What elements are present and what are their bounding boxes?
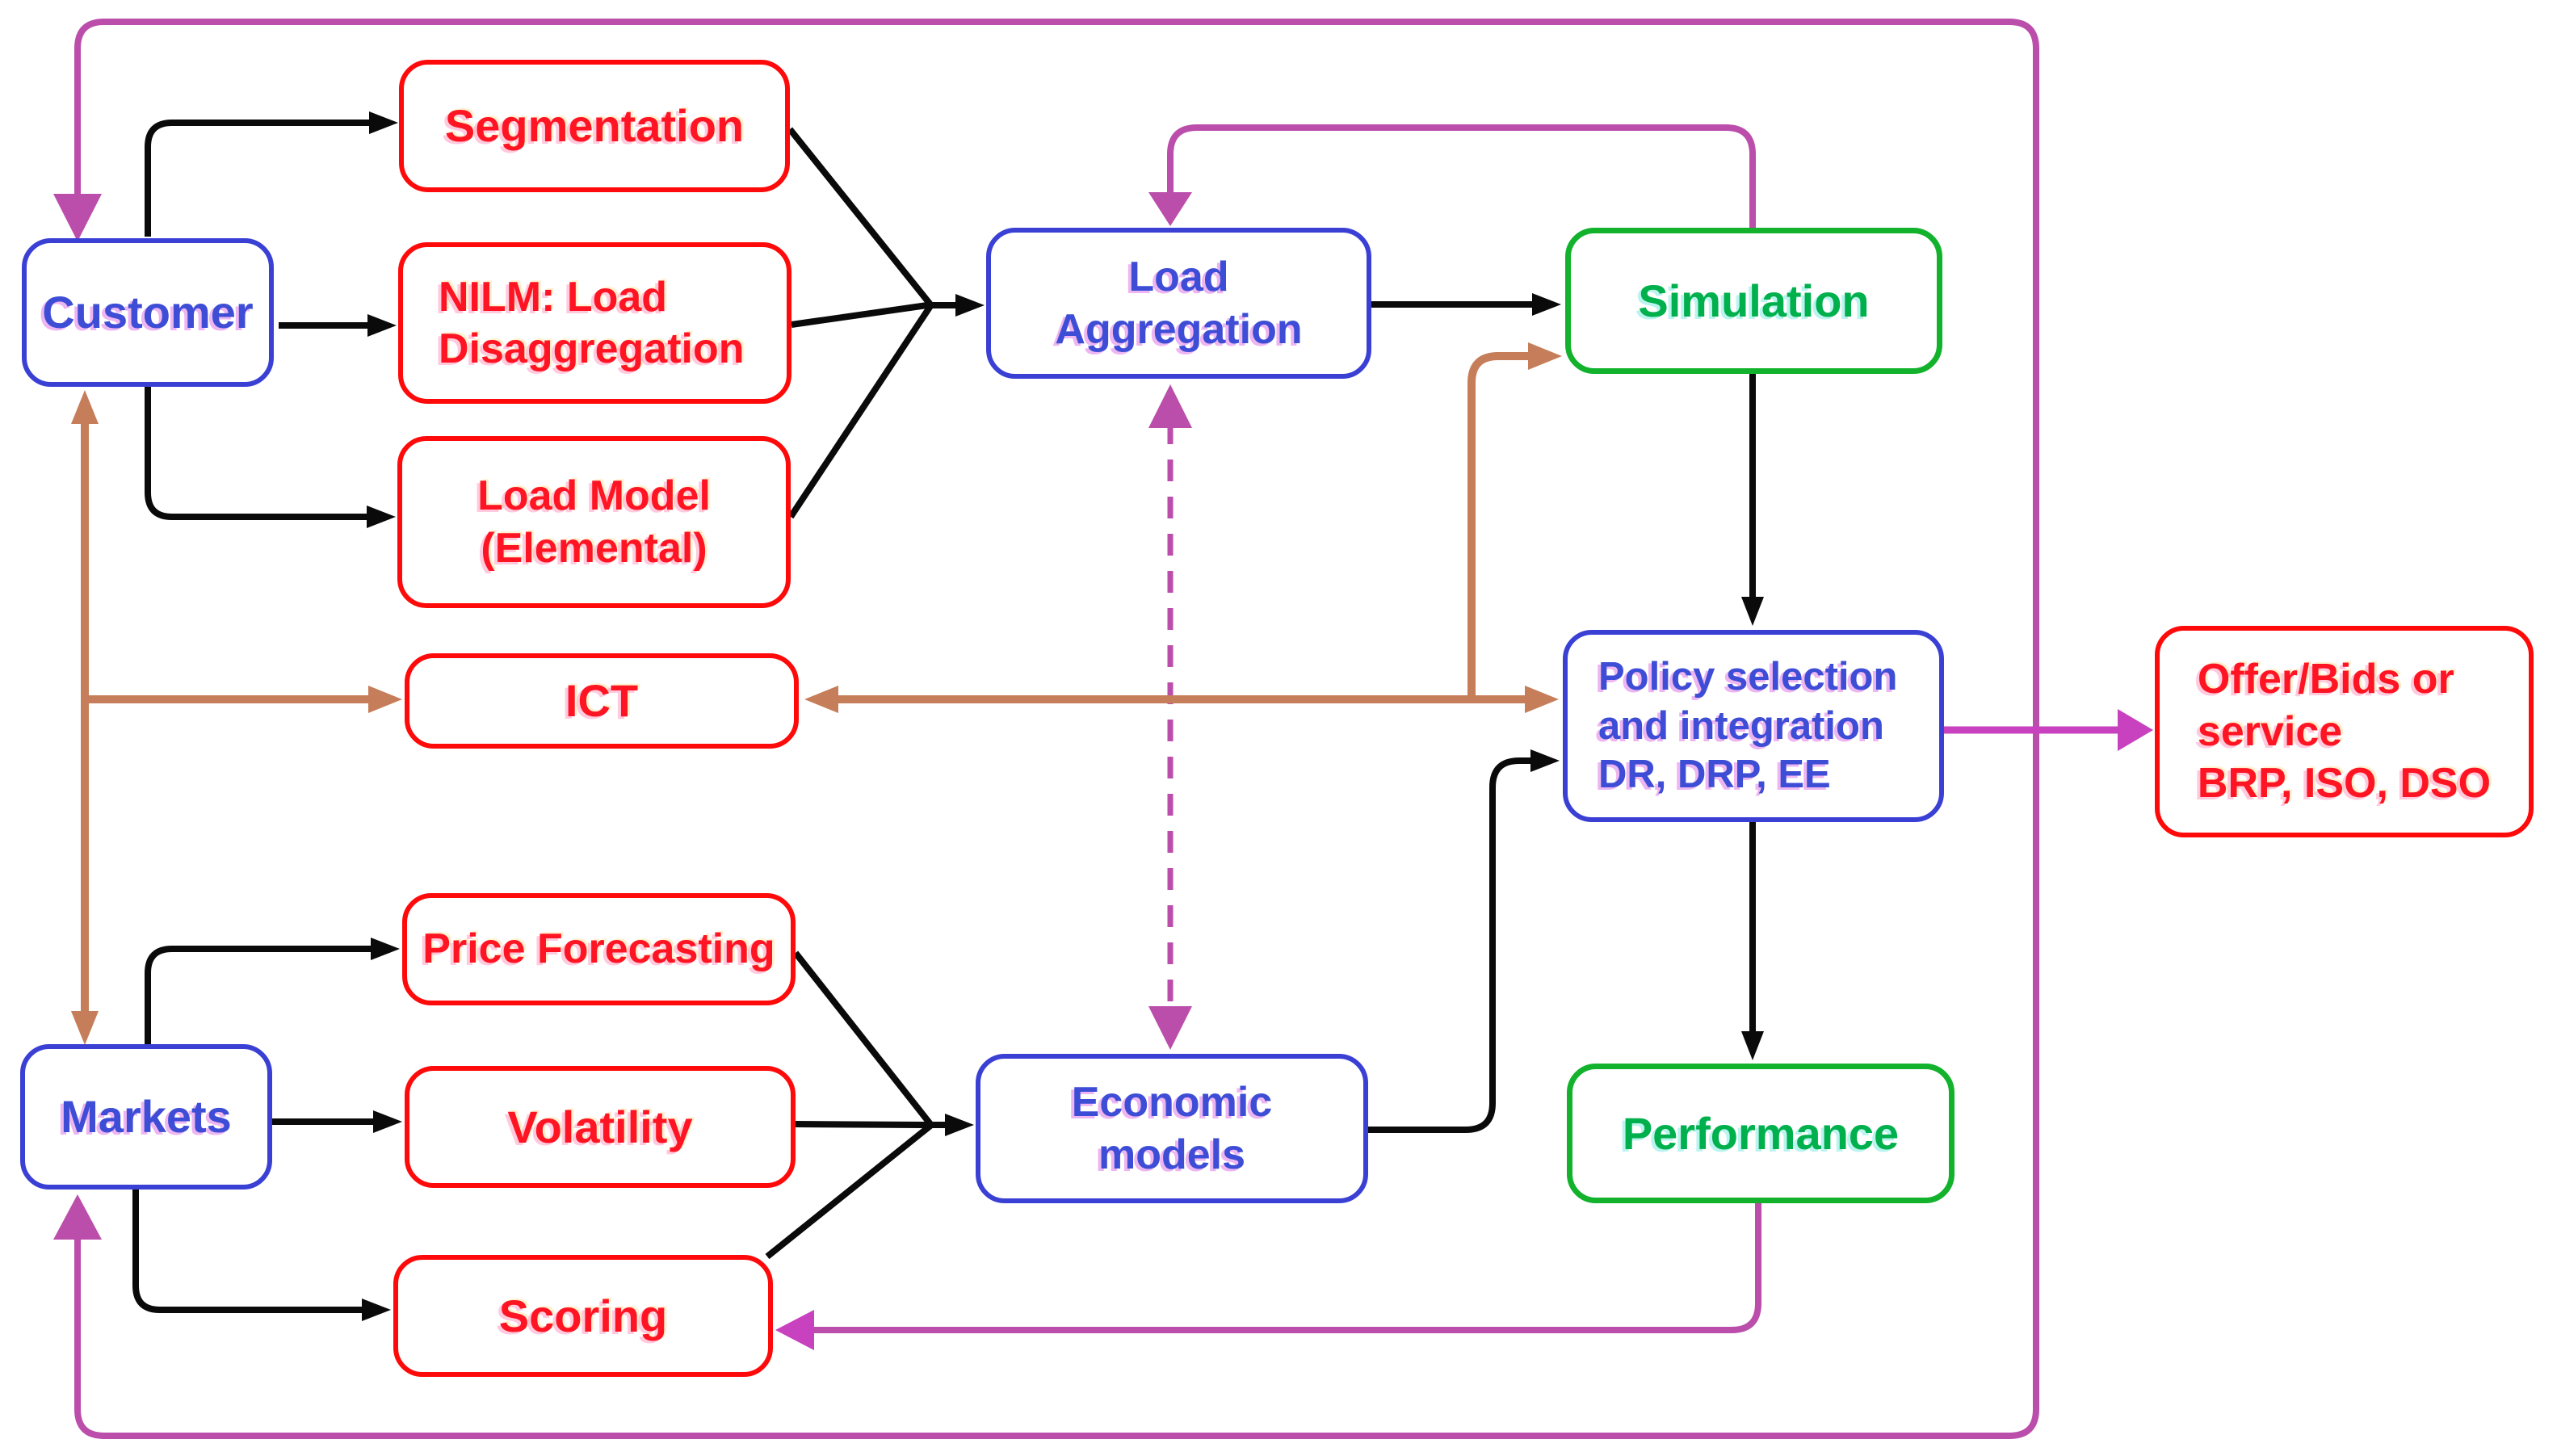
arrowhead-into-offer [2118,709,2153,751]
node-performance: Performance [1567,1064,1954,1203]
edge-volatility-economic [795,1114,974,1136]
arrowhead-dashed-down [1148,1006,1192,1050]
node-load-model: Load Model (Elemental) [397,436,791,608]
node-price-forecasting-label: Price Forecasting [422,925,775,973]
edge-markets-price [145,938,400,1044]
node-customer-label: Customer [42,287,254,338]
node-load-model-label: Load Model (Elemental) [477,472,711,572]
edge-performance-scoring [814,1203,1761,1333]
node-customer: Customer [22,238,274,387]
node-policy-label: Policy selection and integration DR, DRP… [1598,654,1898,797]
node-segmentation: Segmentation [399,60,790,192]
node-simulation: Simulation [1565,228,1942,374]
edge-nilm-loadagg [791,294,985,328]
arrowhead-dashed-up [1148,384,1192,428]
node-offer-bids: Offer/Bids or service BRP, ISO, DSO [2155,626,2534,837]
edge-markets-scoring [132,1190,391,1321]
node-markets-label: Markets [61,1091,232,1143]
edge-loadmodel-diag [787,304,934,519]
node-load-aggregation: Load Aggregation [986,228,1371,379]
edge-economic-policy [1368,749,1560,1133]
node-scoring: Scoring [393,1255,773,1377]
arrowhead-loop-into-markets [53,1194,102,1240]
node-price-forecasting: Price Forecasting [402,893,796,1005]
node-nilm-label: NILM: Load Disaggregation [439,273,745,372]
edge-link-simulation [1467,342,1562,699]
edge-segmentation-diag [787,127,934,307]
edge-customer-loadmodel [145,387,396,528]
node-economic-models-label: Economic models [1071,1079,1273,1178]
node-markets: Markets [20,1044,272,1190]
arrowhead-into-loadagg-top [1148,192,1192,226]
node-policy: Policy selection and integration DR, DRP… [1563,630,1944,822]
node-simulation-label: Simulation [1638,275,1870,326]
edge-scoring-diag [765,1122,933,1260]
node-nilm: NILM: Load Disaggregation [398,242,791,404]
edge-price-diag [792,950,934,1127]
node-ict-label: ICT [565,675,639,727]
edge-simulation-loadagg [1167,124,1756,228]
node-volatility-label: Volatility [507,1101,693,1152]
node-offer-bids-label: Offer/Bids or service BRP, ISO, DSO [2197,656,2492,808]
node-performance-label: Performance [1622,1107,1900,1159]
node-scoring-label: Scoring [498,1290,668,1341]
node-economic-models: Economic models [976,1054,1368,1203]
edge-customer-segmentation [145,111,398,237]
arrowhead-loop-into-customer [53,194,102,241]
node-ict: ICT [405,653,799,749]
node-volatility: Volatility [405,1066,796,1188]
arrowhead-into-scoring [775,1310,814,1350]
node-load-aggregation-label: Load Aggregation [1055,254,1303,353]
node-segmentation-label: Segmentation [444,100,745,152]
